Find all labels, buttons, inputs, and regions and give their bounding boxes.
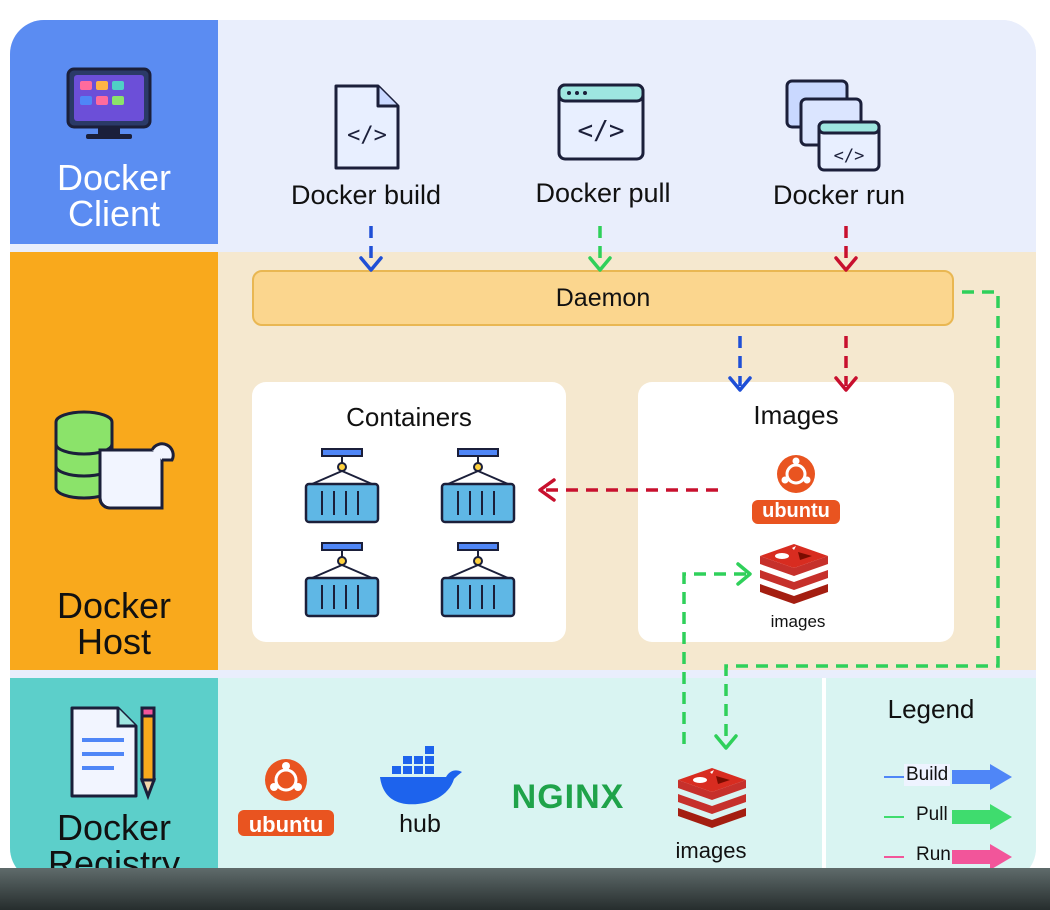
diagram-frame: Docker Client </> </> </> Docker build D… [10, 20, 1036, 882]
registry-ubuntu-text: ubuntu [248, 812, 324, 837]
monitor-icon [66, 67, 152, 139]
redis-logo-icon [760, 544, 828, 604]
document-pen-icon [70, 706, 157, 801]
docker-pull-label: Docker pull [535, 178, 671, 208]
containers-title: Containers [346, 402, 472, 432]
nginx-logo-text: NGINX [511, 778, 625, 816]
svg-text:</>: </> [347, 123, 387, 148]
ubuntu-logo-icon [752, 455, 840, 524]
ubuntu-logo-icon [238, 759, 334, 836]
code-file-icon: </> [334, 84, 400, 170]
ubuntu-text: ubuntu [762, 500, 830, 522]
container-icon [440, 542, 516, 618]
daemon-label: Daemon [555, 284, 651, 312]
legend-pull-label: Pull [916, 804, 948, 825]
pull-path-registry-to-images [682, 572, 746, 744]
images-title: Images [753, 400, 839, 430]
database-scroll-icon [54, 410, 175, 510]
svg-text:</>: </> [578, 116, 625, 146]
stacked-windows-icon: </> [785, 79, 881, 172]
daemon-bar: Daemon [252, 270, 954, 326]
docker-build-label: Docker build [290, 180, 442, 210]
legend-divider [822, 678, 826, 882]
docker-whale-icon [380, 746, 462, 805]
redis-logo-icon [678, 768, 746, 828]
docker-run-label: Docker run [772, 180, 906, 210]
legend-run-label: Run [916, 844, 951, 865]
legend-title: Legend [887, 694, 975, 724]
video-overlay-strip [0, 868, 1050, 910]
run-arrow-icon [884, 844, 1012, 870]
client-label: Docker Client [56, 157, 172, 234]
legend-item-build: Build [882, 762, 1014, 792]
images-box-redis-label: images [770, 612, 826, 631]
hub-label: hub [399, 810, 441, 838]
legend-item-pull: Pull [882, 802, 1014, 832]
build-arrow-icon [884, 764, 1012, 790]
container-icon [304, 448, 380, 524]
container-icon [440, 448, 516, 524]
container-icon [304, 542, 380, 618]
flow-arrows [359, 226, 1000, 750]
host-label: Docker Host [56, 585, 172, 662]
registry-redis-label: images [675, 838, 747, 863]
code-window-icon: </> [557, 83, 645, 161]
pull-arrow-icon [884, 804, 1012, 830]
legend-build-label: Build [904, 764, 951, 786]
legend-item-run: Run [882, 842, 1014, 872]
pull-path-daemon-to-registry [724, 290, 1000, 744]
svg-text:</>: </> [834, 146, 865, 166]
